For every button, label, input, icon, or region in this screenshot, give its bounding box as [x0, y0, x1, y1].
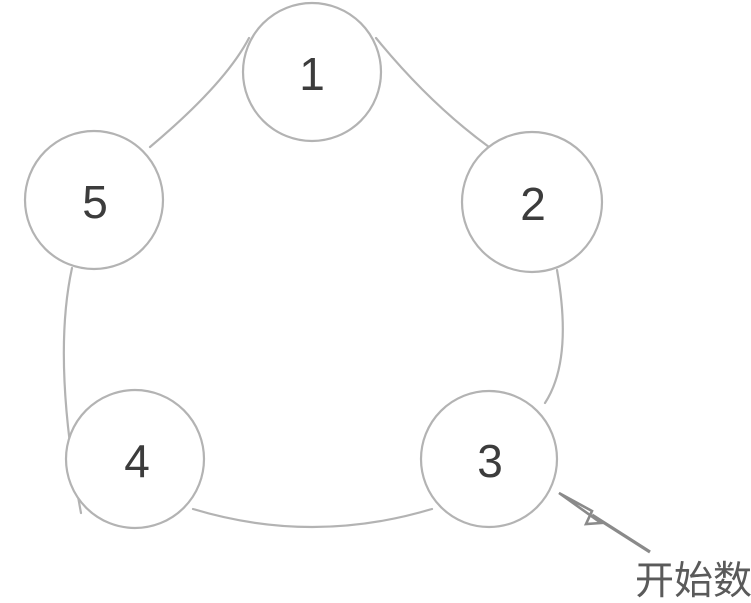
node-label-1: 1	[299, 48, 325, 100]
node-label-3: 3	[477, 435, 503, 487]
node-group-2[interactable]: 2	[460, 130, 604, 274]
node-label-4: 4	[124, 435, 150, 487]
node-label-5: 5	[82, 176, 108, 228]
node-circle-2[interactable]	[460, 130, 604, 274]
node-group-3[interactable]: 3	[419, 389, 559, 529]
annotation-label: 开始数	[635, 559, 751, 603]
node-group-5[interactable]: 5	[23, 129, 165, 271]
node-label-2: 2	[520, 178, 546, 230]
link-arc-2-to-3	[543, 268, 564, 405]
arrow-head-icon	[558, 491, 605, 526]
node-circle-5[interactable]	[23, 129, 165, 271]
arrow-shaft	[591, 513, 651, 554]
node-circle-4[interactable]	[64, 388, 206, 530]
link-arc-5-to-1	[148, 36, 251, 149]
node-group-1[interactable]: 1	[241, 1, 383, 143]
node-circle-1[interactable]	[241, 1, 383, 143]
link-arc-3-to-4	[191, 507, 434, 529]
annotation-arrow	[558, 491, 651, 554]
node-group-4[interactable]: 4	[64, 388, 206, 530]
node-circle-3[interactable]	[419, 389, 559, 529]
link-arc-1-to-2	[374, 36, 491, 149]
